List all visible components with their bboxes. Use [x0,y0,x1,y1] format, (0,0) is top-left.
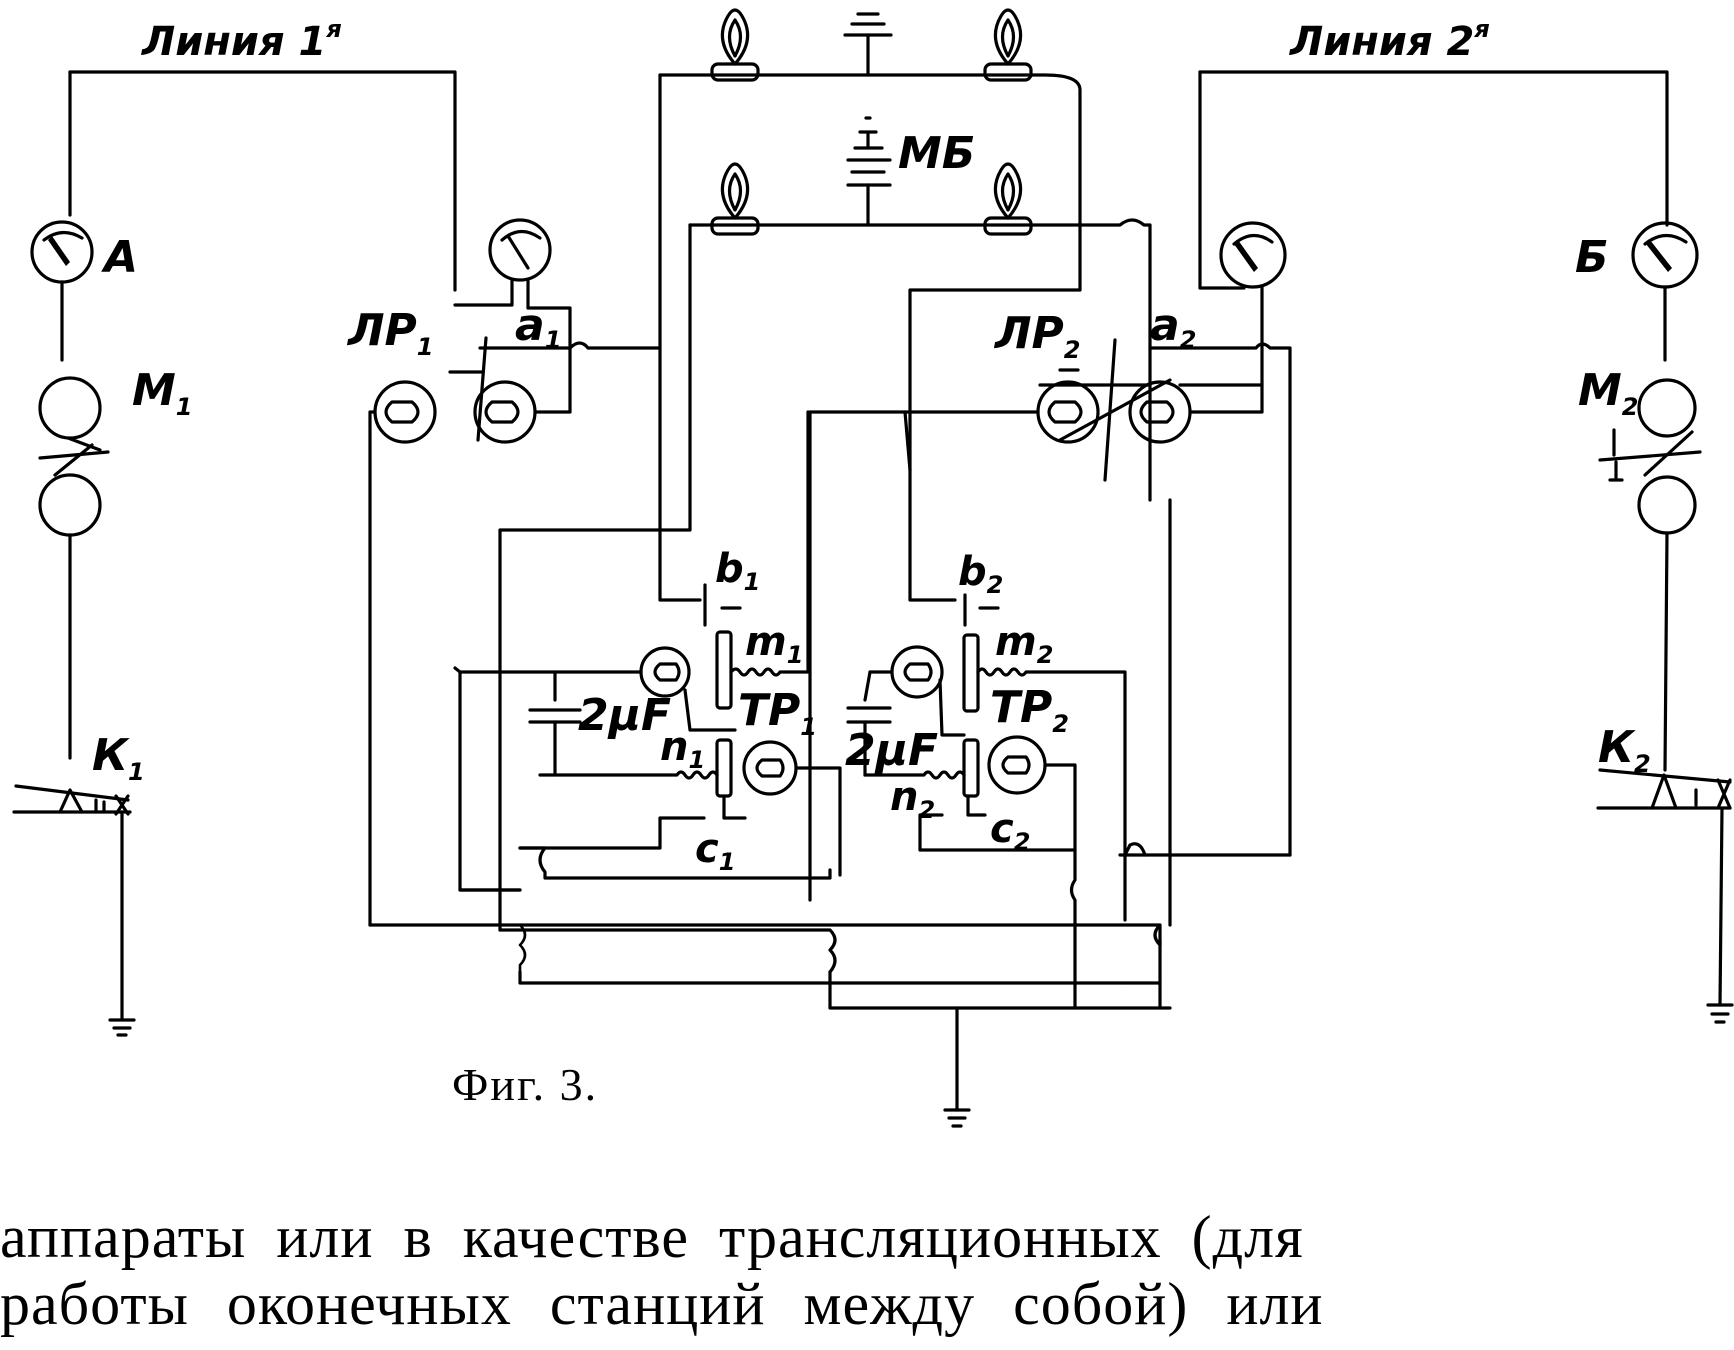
line-2-label: Линия 2я [1289,15,1490,65]
telephone-m2-icon [1598,378,1702,772]
key-k1-icon [12,784,136,1037]
m2-label: М2 [1578,365,1639,421]
relay-meter-1-icon [488,218,552,282]
tr2-label: ТР2 [990,682,1069,738]
a2-label: a2 [1150,300,1196,354]
telephone-m1-icon [38,376,110,760]
meter-b-label: Б [1575,232,1609,283]
battery-mb-label: МБ [898,128,975,179]
key-k2-icon [1596,768,1734,1024]
k2-label: К2 [1598,722,1651,778]
capacitor-1-label: 2μF [578,690,671,741]
lr2-label: ЛР2 [993,308,1081,364]
line-1-label: Линия 1я [141,15,342,65]
lr1-label: ЛР1 [346,305,434,361]
lamp-icon [983,8,1033,82]
n1-label: n1 [660,724,705,774]
m1-label: М1 [132,365,193,421]
lamp-battery-network: МБ [498,8,1152,932]
a1-label: a1 [515,300,561,354]
m1-coil-label: m1 [745,619,803,669]
bus-wiring [368,498,1292,1128]
c1-label: c1 [695,826,735,876]
c2-label: c2 [990,806,1030,856]
b2-label: b2 [958,549,1003,599]
k1-label: К1 [92,730,145,786]
n2-label: n2 [890,774,935,824]
capacitor-2-label: 2μF [845,725,938,776]
body-text-line-1: аппараты или в качестве трансляционных (… [0,1204,1304,1270]
galvanometer-a-icon [30,220,94,362]
translation-relay-tr2 [846,468,1127,922]
lamp-icon [710,8,760,82]
line-relay-lr2 [808,70,1292,902]
line-1-circuit: Линия 1я А М1 К1 [12,15,457,1037]
figure-caption: Фиг. 3. [452,1059,598,1110]
line-2-circuit: Линия 2я Б М2 К2 [1198,15,1734,1024]
line-relay-lr1 [368,218,662,927]
lamp-icon [983,162,1033,236]
translation-relay-tr1 [453,410,842,877]
meter-a-label: А [101,232,138,283]
galvanometer-b-icon [1631,221,1699,362]
circuit-schematic: Линия 1я А М1 К1 [12,8,1734,1128]
lamp-icon [710,162,760,236]
tr1-label: ТР1 [738,685,817,741]
body-text-line-2: работы оконечных станций между собой) ил… [0,1271,1324,1337]
battery-icon [843,12,893,227]
m2-coil-label: m2 [995,619,1053,669]
b1-label: b1 [715,546,760,596]
